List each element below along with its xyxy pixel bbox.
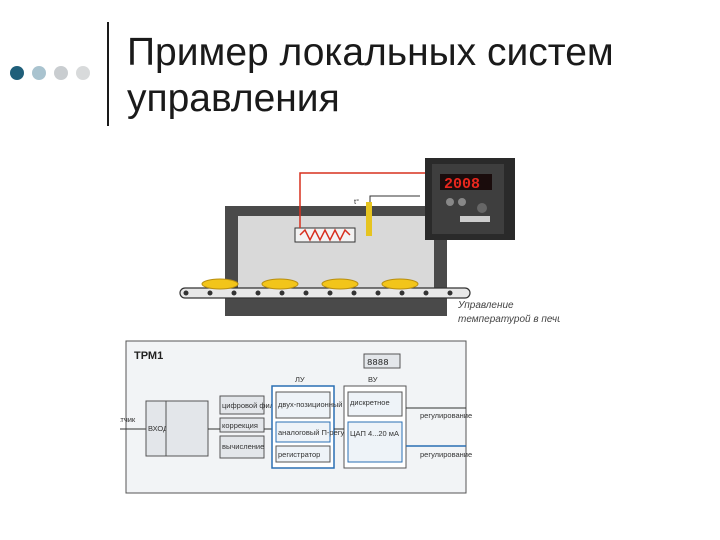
du-regulator [275, 391, 331, 419]
bullet-dot [54, 66, 68, 80]
block-filter [219, 395, 265, 415]
block-calc [219, 435, 265, 459]
block-correction-label: коррекция [222, 421, 258, 430]
du-p-regulator [275, 421, 331, 443]
control-wire [299, 172, 435, 228]
vu-display-box [363, 353, 401, 369]
block-calc-label: вычисление [222, 442, 264, 451]
output-label-1: регулирование [420, 411, 472, 420]
heater-coil [299, 228, 351, 242]
oven-caption-line-2: температурой в печи [458, 314, 560, 325]
vu-dac [347, 421, 403, 463]
conveyor-roller [255, 290, 261, 296]
vu-item-2: ЦАП 4...20 мА [350, 429, 399, 438]
slide-title: Пример локальных систем управления [127, 30, 707, 122]
bullet-dot [32, 66, 46, 80]
block-input-label: ВХОД [148, 424, 168, 433]
controller-button [458, 198, 466, 206]
du-item-3: регистратор [278, 450, 320, 459]
block-vu-title: ВУ [368, 375, 378, 384]
oven-caption-line-1: Управление [457, 300, 514, 311]
bullet-dot [10, 66, 24, 80]
input-label: датчик [120, 415, 136, 424]
oven-illustration: t° 2008 Управление температурой в печи Т… [120, 158, 560, 494]
controller-display [440, 174, 492, 190]
conveyor-roller [327, 290, 333, 296]
bullet-dot [76, 66, 90, 80]
block-linearization [165, 400, 209, 457]
controller-label [460, 216, 490, 222]
conveyor-roller [207, 290, 213, 296]
conveyor-roller [351, 290, 357, 296]
vu-item-1: дискретное [350, 398, 390, 407]
conveyor-roller [447, 290, 453, 296]
title-line-1: Пример локальных систем [127, 31, 614, 74]
controller-readout: 2008 [444, 176, 480, 193]
product-bun [201, 278, 239, 290]
block-filter-label: цифровой фильтр [222, 401, 285, 410]
diagram-device-name: ТРМ1 [134, 350, 163, 362]
controller-button [446, 198, 454, 206]
product-bun [381, 278, 419, 290]
controller-button [477, 203, 487, 213]
conveyor-roller [231, 290, 237, 296]
conveyor-roller [279, 290, 285, 296]
output-label-2: регулирование [420, 450, 472, 459]
vu-discrete [347, 391, 403, 417]
block-correction [219, 417, 265, 433]
product-buns [201, 278, 419, 290]
sensor-label: t° [354, 197, 359, 206]
conveyor-belt [179, 287, 471, 299]
conveyor-roller [375, 290, 381, 296]
title-divider [107, 22, 109, 126]
product-bun [261, 278, 299, 290]
temperature-sensor [366, 202, 372, 236]
conveyor-roller [183, 290, 189, 296]
product-bun [321, 278, 359, 290]
vu-display-readout: 8888 [367, 358, 389, 368]
du-item-1: двух-позиционный регулятор [278, 400, 379, 409]
bullet-dots [10, 66, 100, 82]
conveyor-roller [423, 290, 429, 296]
du-recorder [275, 445, 331, 463]
conveyor-roller [303, 290, 309, 296]
du-item-2: аналоговый П-регулятор [278, 428, 364, 437]
block-du-title: ЛУ [295, 375, 305, 384]
conveyor-rollers [183, 290, 453, 296]
conveyor-roller [399, 290, 405, 296]
title-line-2: управления [127, 77, 340, 120]
